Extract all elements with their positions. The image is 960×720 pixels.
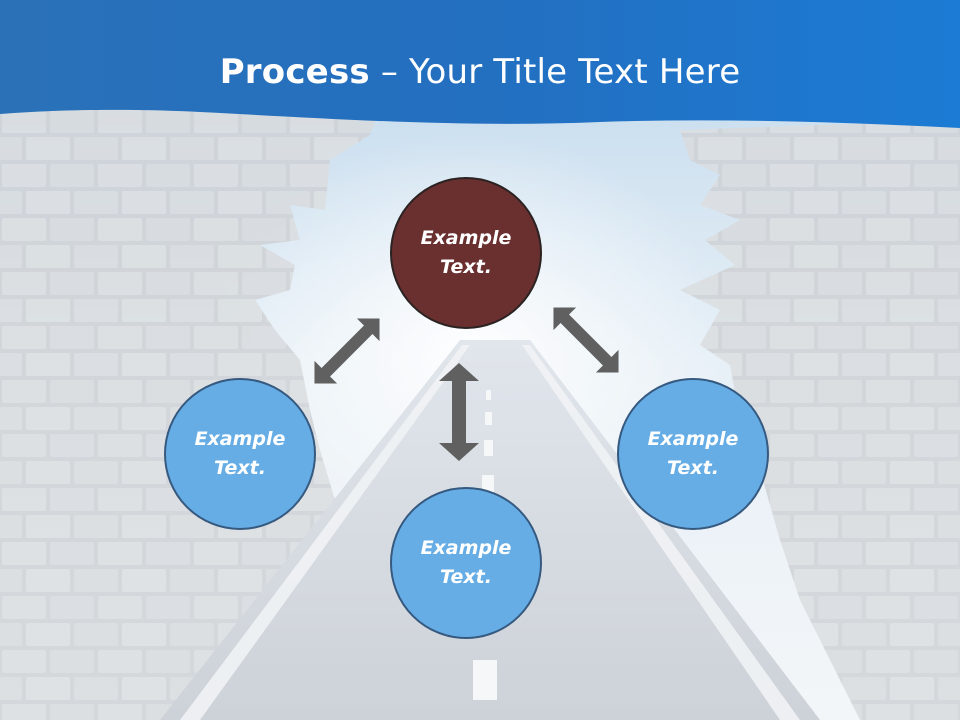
title-rest-part: – Your Title Text Here xyxy=(369,52,741,92)
process-node-left: Example Text. xyxy=(164,378,316,530)
process-node-bottom-text: Example Text. xyxy=(420,537,512,588)
process-node-right-text: Example Text. xyxy=(647,428,739,479)
process-node-left-text: Example Text. xyxy=(194,428,286,479)
process-node-top: Example Text. xyxy=(390,177,542,329)
title-bold-part: Process xyxy=(219,52,370,92)
process-node-top-text: Example Text. xyxy=(420,227,512,278)
process-node-right: Example Text. xyxy=(617,378,769,530)
process-node-bottom: Example Text. xyxy=(390,487,542,639)
slide-title: Process – Your Title Text Here xyxy=(0,52,960,92)
